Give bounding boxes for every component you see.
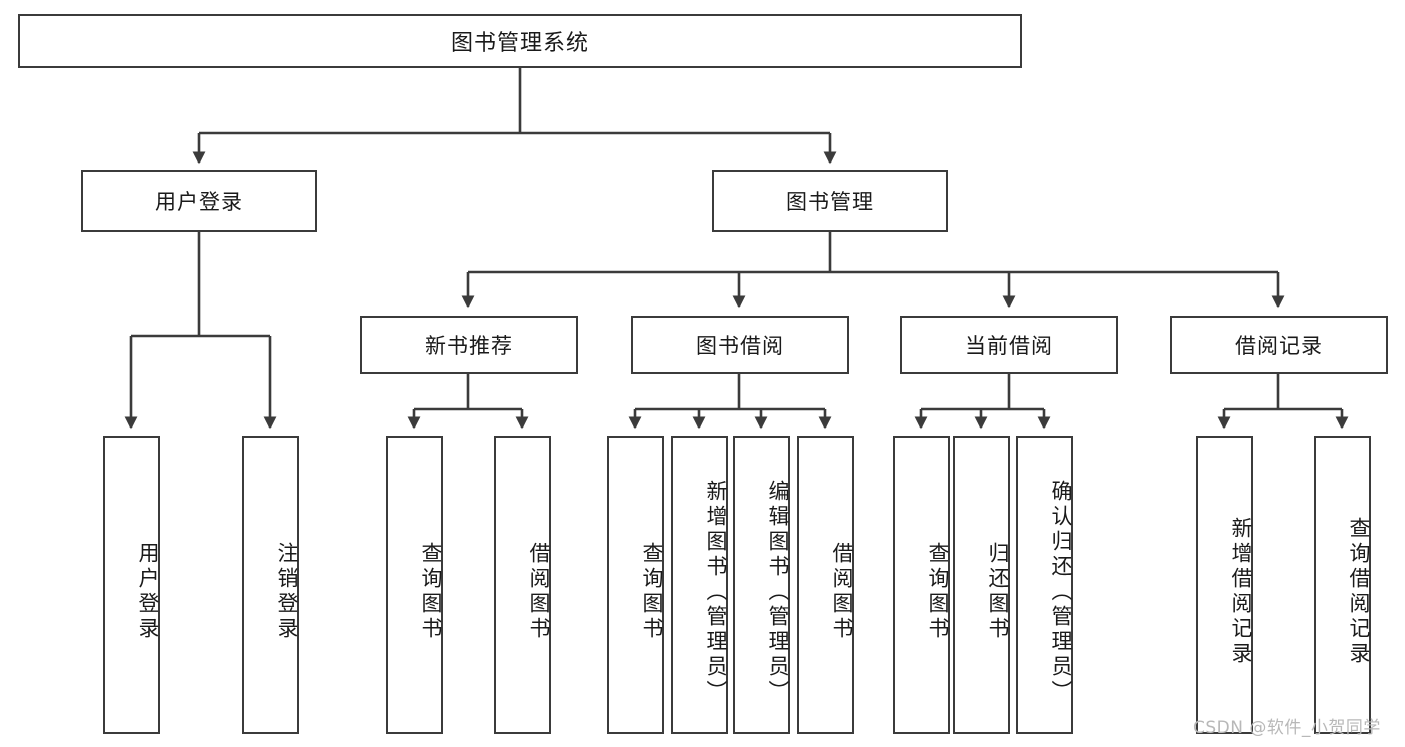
node-leaf-borrow-book-1[interactable]: 借阅图书 [494, 436, 551, 734]
node-leaf-query-record[interactable]: 查询借阅记录 [1314, 436, 1371, 734]
node-book-borrow-label: 图书借阅 [696, 334, 784, 358]
node-leaf-query-book-1[interactable]: 查询图书 [386, 436, 443, 734]
node-leaf-query-book-3-label: 查询图书 [926, 542, 950, 642]
node-leaf-confirm-return-label: 确认归还（管理员） [1049, 479, 1073, 705]
node-leaf-edit-book[interactable]: 编辑图书（管理员） [733, 436, 790, 734]
node-leaf-return-book[interactable]: 归还图书 [953, 436, 1010, 734]
node-leaf-query-book-1-label: 查询图书 [419, 542, 443, 642]
node-current-borrow-label: 当前借阅 [965, 334, 1053, 358]
node-leaf-confirm-return[interactable]: 确认归还（管理员） [1016, 436, 1073, 734]
node-leaf-add-record[interactable]: 新增借阅记录 [1196, 436, 1253, 734]
node-leaf-query-book-3[interactable]: 查询图书 [893, 436, 950, 734]
node-leaf-user-login[interactable]: 用户登录 [103, 436, 160, 734]
node-leaf-query-record-label: 查询借阅记录 [1347, 517, 1371, 667]
watermark: CSDN @软件_小贺同学 [1193, 718, 1381, 738]
node-book-management[interactable]: 图书管理 [712, 170, 948, 232]
node-root[interactable]: 图书管理系统 [18, 14, 1022, 68]
node-borrow-record[interactable]: 借阅记录 [1170, 316, 1388, 374]
node-leaf-add-record-label: 新增借阅记录 [1229, 517, 1253, 667]
node-leaf-borrow-book-2-label: 借阅图书 [830, 542, 854, 642]
node-leaf-user-logout-label: 注销登录 [275, 542, 299, 642]
node-user-login-label: 用户登录 [155, 190, 243, 214]
node-leaf-borrow-book-1-label: 借阅图书 [527, 542, 551, 642]
node-book-borrow[interactable]: 图书借阅 [631, 316, 849, 374]
node-root-label: 图书管理系统 [450, 31, 589, 56]
node-borrow-record-label: 借阅记录 [1235, 334, 1323, 358]
node-leaf-borrow-book-2[interactable]: 借阅图书 [797, 436, 854, 734]
node-new-book-recommend[interactable]: 新书推荐 [360, 316, 578, 374]
node-leaf-user-logout[interactable]: 注销登录 [242, 436, 299, 734]
node-leaf-return-book-label: 归还图书 [986, 542, 1010, 642]
node-leaf-user-login-label: 用户登录 [136, 542, 160, 642]
node-current-borrow[interactable]: 当前借阅 [900, 316, 1118, 374]
node-leaf-query-book-2-label: 查询图书 [640, 542, 664, 642]
node-leaf-query-book-2[interactable]: 查询图书 [607, 436, 664, 734]
node-leaf-edit-book-label: 编辑图书（管理员） [766, 479, 790, 705]
node-new-book-recommend-label: 新书推荐 [425, 334, 513, 358]
node-book-management-label: 图书管理 [786, 190, 874, 214]
node-user-login[interactable]: 用户登录 [81, 170, 317, 232]
node-leaf-add-book[interactable]: 新增图书（管理员） [671, 436, 728, 734]
node-leaf-add-book-label: 新增图书（管理员） [704, 479, 728, 705]
